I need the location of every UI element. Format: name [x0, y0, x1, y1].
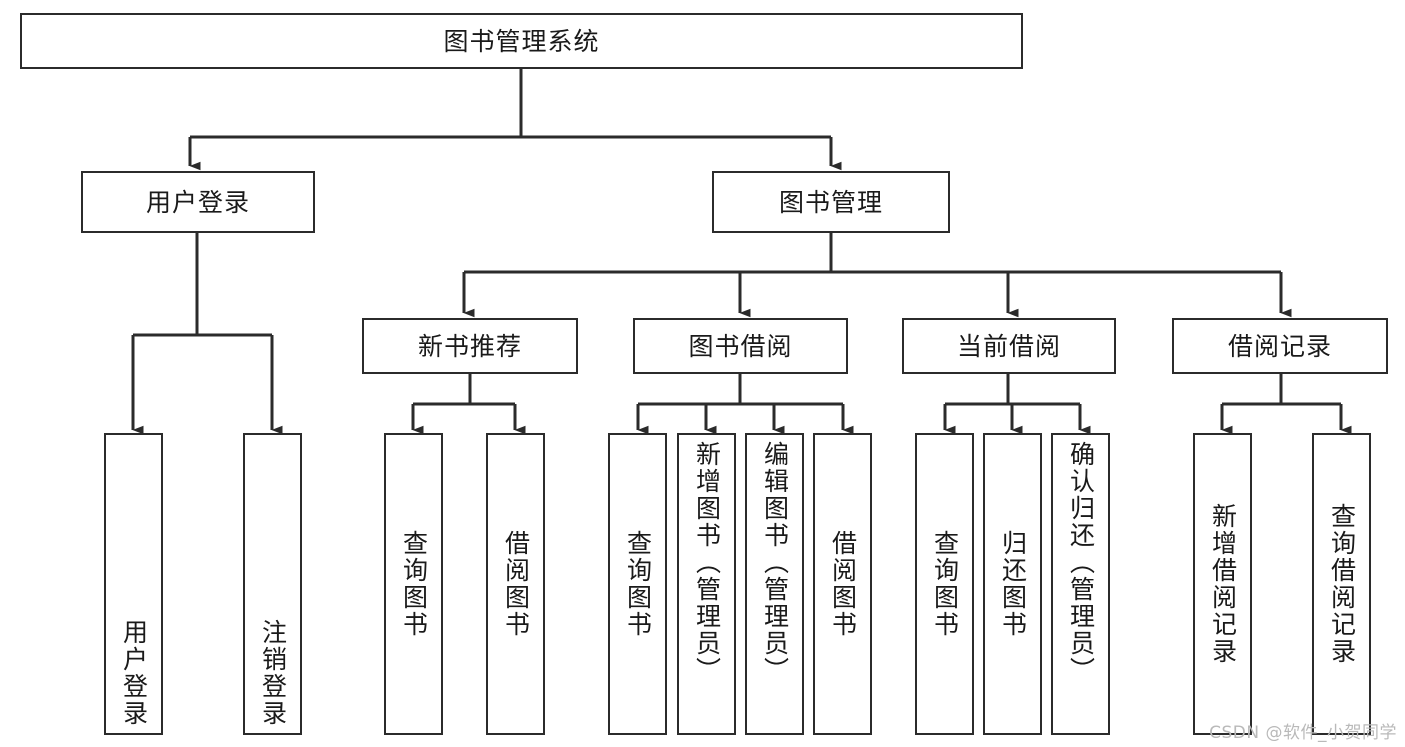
node-label: 查询借阅记录: [1327, 503, 1357, 665]
node-label: 用户登录: [145, 187, 250, 217]
node-label: 查询图书: [623, 530, 653, 638]
node-label: 归还图书: [998, 530, 1028, 638]
node-root-system[interactable]: 图书管理系统: [20, 13, 1023, 69]
node-label: 图书借阅: [688, 331, 793, 361]
leaf-borrow-book-borrow[interactable]: 借阅图书: [813, 433, 872, 735]
node-label: 确认归还（管理员）: [1066, 441, 1096, 684]
leaf-user-login[interactable]: 用户登录: [104, 433, 163, 735]
node-label: 用户登录: [119, 619, 149, 727]
leaf-query-book-borrow[interactable]: 查询图书: [608, 433, 667, 735]
leaf-query-borrow-record[interactable]: 查询借阅记录: [1312, 433, 1371, 735]
node-label: 借阅记录: [1227, 331, 1332, 361]
leaf-logout-login[interactable]: 注销登录: [243, 433, 302, 735]
node-user-login[interactable]: 用户登录: [81, 171, 315, 233]
node-book-borrow[interactable]: 图书借阅: [633, 318, 848, 374]
node-current-borrow[interactable]: 当前借阅: [902, 318, 1116, 374]
node-label: 查询图书: [399, 530, 429, 638]
node-label: 图书管理系统: [443, 26, 600, 56]
node-borrow-record[interactable]: 借阅记录: [1172, 318, 1388, 374]
leaf-add-borrow-record[interactable]: 新增借阅记录: [1193, 433, 1252, 735]
node-label: 借阅图书: [828, 530, 858, 638]
node-label: 当前借阅: [956, 331, 1061, 361]
leaf-borrow-book-recommend[interactable]: 借阅图书: [486, 433, 545, 735]
node-label: 借阅图书: [501, 530, 531, 638]
leaf-query-book-recommend[interactable]: 查询图书: [384, 433, 443, 735]
node-label: 新增图书（管理员）: [692, 441, 722, 684]
csdn-watermark: CSDN @软件_小贺同学: [1209, 723, 1397, 743]
node-label: 编辑图书（管理员）: [760, 441, 790, 684]
leaf-confirm-return-admin[interactable]: 确认归还（管理员）: [1051, 433, 1110, 735]
node-label: 查询图书: [930, 530, 960, 638]
node-label: 新增借阅记录: [1208, 503, 1238, 665]
leaf-return-book[interactable]: 归还图书: [983, 433, 1042, 735]
node-label: 新书推荐: [417, 331, 522, 361]
node-new-book-recommend[interactable]: 新书推荐: [362, 318, 578, 374]
node-label: 注销登录: [258, 619, 288, 727]
leaf-edit-book-admin[interactable]: 编辑图书（管理员）: [745, 433, 804, 735]
node-book-manage[interactable]: 图书管理: [712, 171, 950, 233]
node-label: 图书管理: [778, 187, 883, 217]
leaf-add-book-admin[interactable]: 新增图书（管理员）: [677, 433, 736, 735]
leaf-query-book-current[interactable]: 查询图书: [915, 433, 974, 735]
